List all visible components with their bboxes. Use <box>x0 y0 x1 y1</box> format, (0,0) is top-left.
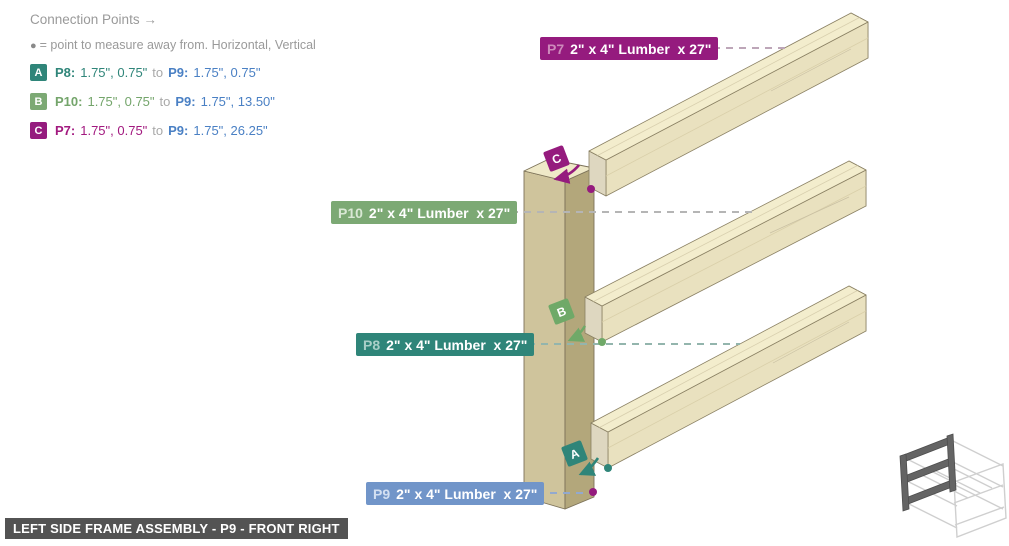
rail-p8-ghost-edge <box>772 321 850 364</box>
connection-b-arrow <box>567 325 587 342</box>
legend-row-c: C P7: 1.75", 0.75" to P9: 1.75", 26.25" <box>30 122 316 139</box>
rail-p7-ghost-edge <box>770 48 852 92</box>
rail-p7-top-edge-line <box>597 17 860 156</box>
label-pill-p8: P8 2" x 4" Lumber x 27" <box>356 333 535 356</box>
view-title-bar: LEFT SIDE FRAME ASSEMBLY - P9 - FRONT RI… <box>5 518 348 539</box>
label-pill-p7: P7 2" x 4" Lumber x 27" <box>540 37 719 60</box>
part-description: 2" x 4" Lumber x 27" <box>396 485 538 502</box>
rail-p10-front-edge-line <box>601 185 867 323</box>
measure-point-bullet-icon: ● <box>30 40 37 52</box>
to-text: to <box>152 65 164 80</box>
rail-p8-top-edge-line <box>599 290 858 428</box>
legend-note: ●= point to measure away from. Horizonta… <box>30 38 316 52</box>
part-ref: P7: <box>55 123 76 138</box>
rail-p8-front-edge-line <box>607 310 867 449</box>
part-coords: 1.75", 0.75" <box>87 94 155 109</box>
target-ref: P9: <box>168 123 189 138</box>
target-coords: 1.75", 26.25" <box>193 123 268 138</box>
part-id: P9 <box>373 485 391 502</box>
rail-p7 <box>588 12 869 197</box>
legend-row-a: A P8: 1.75", 0.75" to P9: 1.75", 0.75" <box>30 64 316 81</box>
p9-measure-point-dot <box>589 488 597 496</box>
p10-measure-point-dot <box>598 338 606 346</box>
part-coords: 1.75", 0.75" <box>80 65 148 80</box>
label-pill-p9: P9 2" x 4" Lumber x 27" <box>366 482 545 505</box>
p8-measure-point-dot <box>604 464 612 472</box>
target-coords: 1.75", 13.50" <box>200 94 275 109</box>
legend-row-b: B P10: 1.75", 0.75" to P9: 1.75", 13.50" <box>30 93 316 110</box>
to-text: to <box>152 123 164 138</box>
connection-c-arrow <box>553 164 581 184</box>
rail-p8 <box>590 285 867 469</box>
connection-c-badge: C <box>30 122 47 139</box>
target-ref: P9: <box>175 94 196 109</box>
connection-a-badge: A <box>30 64 47 81</box>
rail-p10-ghost-edge <box>769 196 850 234</box>
assembly-thumbnail <box>899 433 1007 539</box>
connection-a-arrow <box>578 457 600 476</box>
label-pill-p10: P10 2" x 4" Lumber x 27" <box>331 201 518 224</box>
part-id: P7 <box>547 40 565 57</box>
part-id: P8 <box>363 336 381 353</box>
part-ref: P8: <box>55 65 76 80</box>
rail-p10 <box>584 160 867 343</box>
target-coords: 1.75", 0.75" <box>193 65 261 80</box>
legend-title: Connection Points → <box>30 12 157 27</box>
thumbnail-left-frame <box>899 433 957 512</box>
rail-p7-front-edge-line <box>605 37 869 177</box>
target-ref: P9: <box>168 65 189 80</box>
p7-measure-point-dot <box>587 185 595 193</box>
to-text: to <box>159 94 171 109</box>
rail-p8-front-face <box>607 294 867 469</box>
part-id: P10 <box>338 204 363 221</box>
connection-points-legend: Connection Points → ●= point to measure … <box>30 12 316 139</box>
part-description: 2" x 4" Lumber x 27" <box>368 204 511 221</box>
connection-b-badge: B <box>30 93 47 110</box>
part-description: 2" x 4" Lumber x 27" <box>570 40 712 57</box>
part-ref: P10: <box>55 94 83 109</box>
part-coords: 1.75", 0.75" <box>80 123 148 138</box>
rail-p10-top-edge-line <box>593 165 858 302</box>
legend-note-text: = point to measure away from. Horizontal… <box>39 38 316 52</box>
part-description: 2" x 4" Lumber x 27" <box>386 336 528 353</box>
